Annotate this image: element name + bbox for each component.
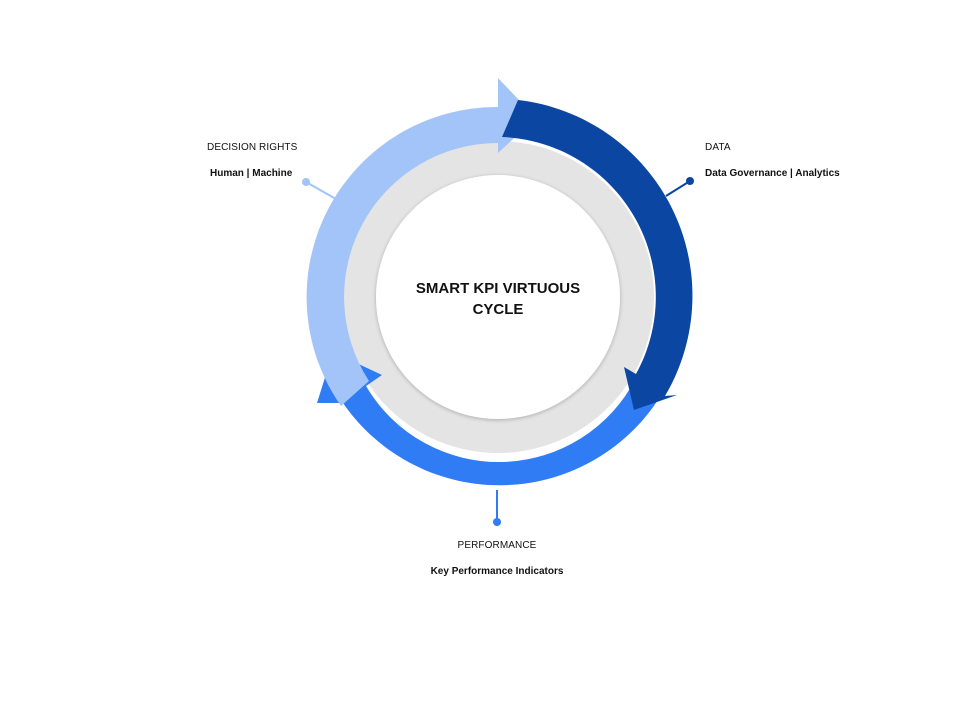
center-circle (376, 175, 620, 419)
connector-decision-rights (302, 178, 337, 200)
decision-rights-arrow (306, 78, 536, 406)
decision-rights-label: DECISION RIGHTS (207, 142, 298, 153)
connector-data (665, 177, 694, 197)
connector-performance (493, 490, 501, 526)
title-line-2: CYCLE (472, 301, 524, 318)
performance-detail: Key Performance Indicators (430, 566, 564, 577)
performance-arrow (317, 352, 663, 486)
diagram-title: SMART KPI VIRTUOUS CYCLE (398, 278, 598, 320)
data-detail: Data Governance | Analytics (705, 168, 840, 179)
data-arrow (502, 100, 693, 410)
decision-rights-detail: Human | Machine (210, 168, 293, 179)
data-label: DATA (705, 142, 731, 153)
title-line-1: SMART KPI VIRTUOUS (415, 280, 581, 297)
performance-label: PERFORMANCE (457, 540, 537, 551)
